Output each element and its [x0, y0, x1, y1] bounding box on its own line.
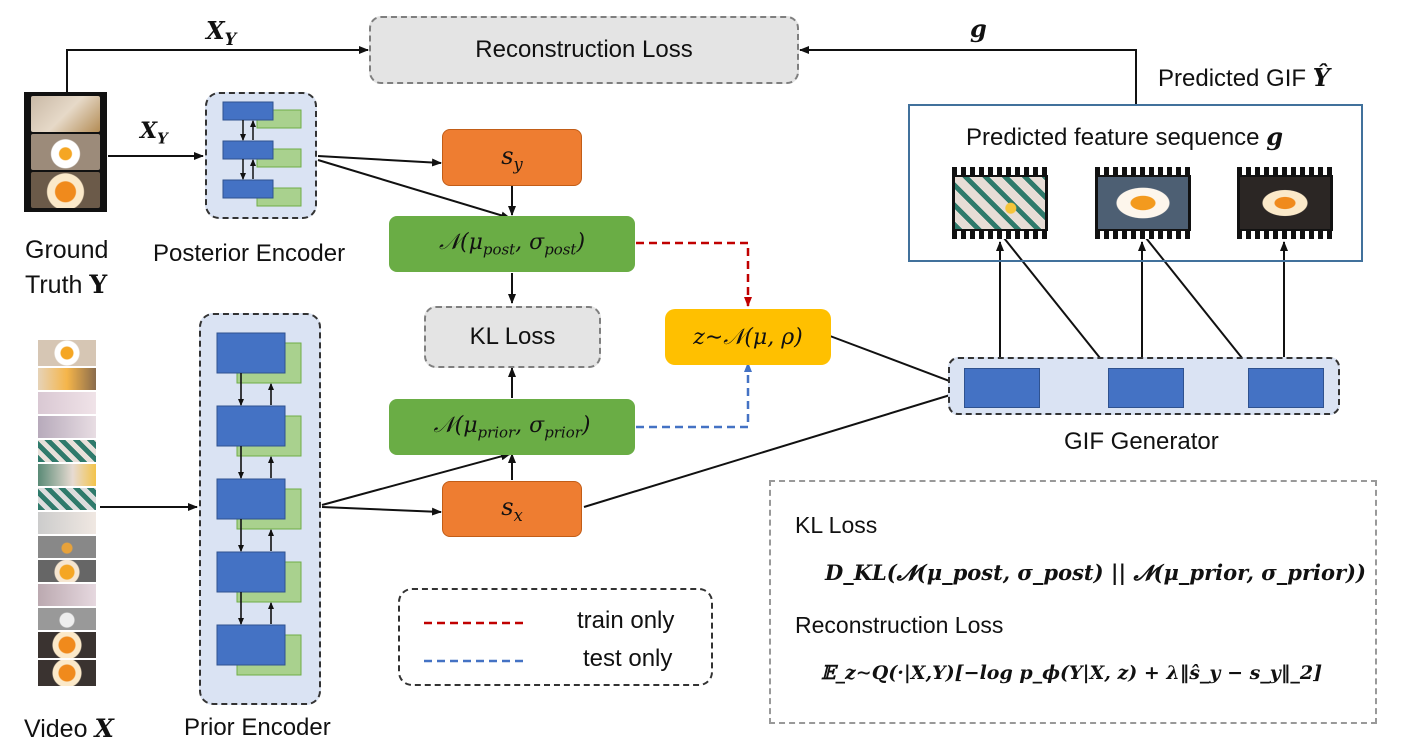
- predicted-gif-panel: Predicted feature sequence g: [908, 104, 1363, 262]
- video-frame-7: [38, 488, 96, 510]
- gif-generator-label: GIF Generator: [1064, 428, 1219, 455]
- generator-block-3: [1248, 368, 1324, 408]
- formula-recon-title: Reconstruction Loss: [795, 612, 1004, 638]
- predicted-gif-label: Predicted GIF Ŷ: [1158, 63, 1330, 92]
- prior-distribution-node: 𝒩(μprior, σprior): [389, 399, 635, 455]
- kl-loss-label: KL Loss: [469, 323, 556, 350]
- video-frame-11: [38, 584, 96, 606]
- z-sample-node: z∼𝒩(μ, ρ): [665, 309, 831, 365]
- edge-posterior-to-npost: [317, 159, 511, 220]
- reconstruction-loss-box: Reconstruction Loss: [369, 16, 799, 84]
- video-frame-4: [38, 416, 96, 438]
- posterior-distribution-node: 𝒩(μpost, σpost): [389, 216, 635, 272]
- edge-prior-to-nprior: [321, 452, 511, 506]
- posterior-encoder: [205, 92, 317, 219]
- x-y-left-label: XY: [140, 118, 168, 148]
- edge-frame1-to-gen2: [1003, 237, 1109, 369]
- x-y-top-label: XY: [206, 16, 237, 49]
- edge-gt-to-recon: [66, 46, 369, 92]
- video-frame-9: [38, 536, 96, 558]
- generator-block-2: [1108, 368, 1184, 408]
- edge-prior-to-sx: [321, 506, 442, 516]
- gt-frame-2: [31, 134, 100, 170]
- edge-sx-to-generator: [583, 390, 961, 508]
- video-frame-8: [38, 512, 96, 534]
- ground-truth-label-2: Truth Y: [25, 270, 108, 299]
- predicted-feature-sequence-label: Predicted feature sequence g: [966, 122, 1283, 151]
- video-frame-2: [38, 368, 96, 390]
- prior-encoder: [199, 313, 321, 705]
- reconstruction-loss-label: Reconstruction Loss: [475, 36, 693, 63]
- posterior-encoder-label: Posterior Encoder: [153, 240, 346, 267]
- edge-g-to-recon: [799, 46, 1137, 104]
- g-top-label: g: [970, 14, 987, 43]
- video-frame-13: [38, 632, 96, 658]
- formula-kl: D_KL(𝓝(μ_post, σ_post) || 𝓝(μ_prior, σ_p…: [825, 560, 1366, 585]
- video-frame-3: [38, 392, 96, 414]
- edge-posterior-to-sy: [317, 155, 442, 167]
- posterior-encoder-blocks: [222, 101, 302, 207]
- video-frame-12: [38, 608, 96, 630]
- legend-train-label: train only: [577, 607, 675, 634]
- legend: train only test only: [398, 588, 713, 686]
- predicted-frame-1: [952, 167, 1048, 239]
- loss-formula-box: KL Loss D_KL(𝓝(μ_post, σ_post) || 𝓝(μ_pr…: [769, 480, 1377, 724]
- video-frames: [38, 340, 98, 690]
- edge-z-to-generator: [829, 335, 961, 386]
- gt-frame-1: [31, 96, 100, 132]
- generator-block-1: [964, 368, 1040, 408]
- prior-encoder-label: Prior Encoder: [184, 714, 331, 741]
- edge-npost-to-z-train: [636, 241, 752, 307]
- prior-encoder-blocks: [216, 332, 302, 676]
- edge-nprior-to-z-test: [636, 362, 752, 429]
- gt-frame-3: [31, 172, 100, 208]
- video-frame-10: [38, 560, 96, 582]
- predicted-frame-3: [1237, 167, 1333, 239]
- video-label: Video X: [24, 714, 114, 743]
- formula-recon: 𝔼_z∼Q(·|X,Y)[−log p_ϕ(Y|X, z) + λ‖ŝ_y − …: [821, 662, 1323, 684]
- ground-truth-label-1: Ground: [25, 236, 109, 264]
- video-frame-14: [38, 660, 96, 686]
- kl-loss-box: KL Loss: [424, 306, 601, 368]
- ground-truth-film: [24, 92, 107, 212]
- edge-frame2-to-gen3: [1145, 237, 1251, 369]
- predicted-frame-2: [1095, 167, 1191, 239]
- video-frame-1: [38, 340, 96, 366]
- video-frame-6: [38, 464, 96, 486]
- video-frame-5: [38, 440, 96, 462]
- formula-kl-title: KL Loss: [795, 512, 878, 538]
- s-x-node: sx: [442, 481, 582, 537]
- legend-test-label: test only: [583, 645, 673, 672]
- s-y-node: sy: [442, 129, 582, 186]
- gif-generator: [948, 357, 1340, 415]
